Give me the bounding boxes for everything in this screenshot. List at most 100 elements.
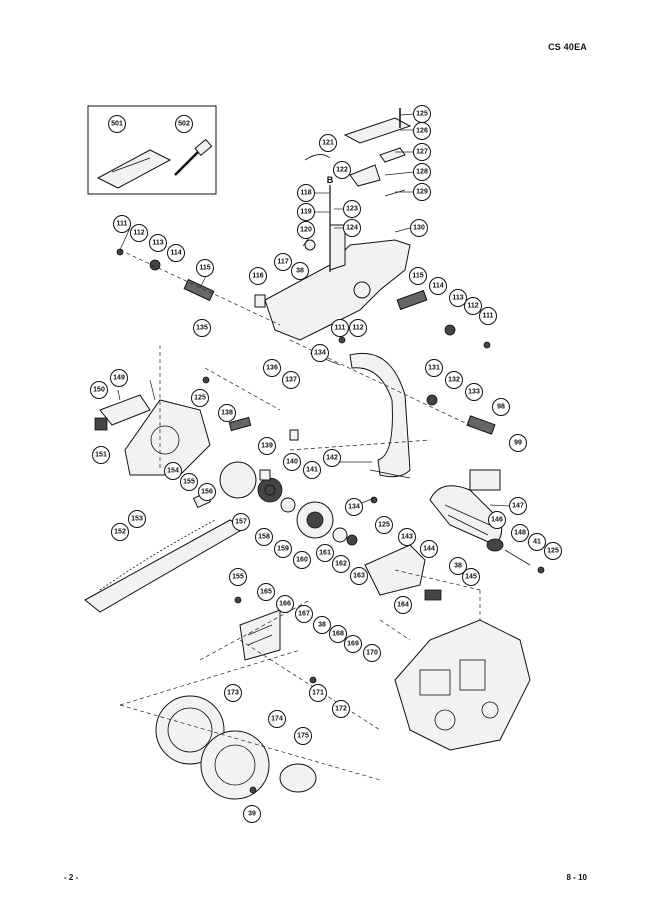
svg-text:169: 169: [347, 641, 359, 648]
marker-b: B: [327, 175, 334, 185]
svg-text:112: 112: [133, 230, 144, 237]
callout-146: 146: [488, 511, 506, 529]
callout-125-lower: 125: [375, 516, 393, 534]
callout-168: 168: [329, 625, 347, 643]
callout-165: 165: [257, 583, 275, 601]
callout-121: 121: [319, 134, 337, 152]
svg-text:111: 111: [483, 313, 494, 320]
svg-text:99: 99: [514, 440, 522, 447]
callout-170: 170: [363, 644, 381, 662]
callout-155-lower: 155: [229, 568, 247, 586]
svg-text:151: 151: [95, 452, 107, 459]
svg-text:124: 124: [346, 225, 358, 232]
callout-115: 115: [196, 259, 214, 277]
callout-128: 128: [413, 163, 431, 181]
svg-text:155: 155: [183, 479, 195, 486]
svg-text:136: 136: [266, 365, 278, 372]
callout-157: 157: [232, 513, 250, 531]
svg-text:143: 143: [401, 534, 413, 541]
callout-150: 150: [90, 381, 108, 399]
svg-text:154: 154: [167, 468, 179, 475]
svg-text:159: 159: [277, 546, 289, 553]
svg-text:41: 41: [533, 539, 541, 546]
callout-169: 169: [344, 635, 362, 653]
callout-164: 164: [394, 596, 412, 614]
svg-text:168: 168: [332, 631, 344, 638]
svg-text:131: 131: [428, 365, 440, 372]
svg-text:38: 38: [296, 268, 304, 275]
callout-125: 125: [413, 105, 431, 123]
callout-41: 41: [528, 533, 546, 551]
svg-text:152: 152: [114, 529, 126, 536]
svg-text:123: 123: [346, 206, 358, 213]
svg-text:122: 122: [336, 167, 348, 174]
svg-text:164: 164: [397, 602, 409, 609]
svg-text:145: 145: [465, 574, 477, 581]
callout-130: 130: [410, 219, 428, 237]
callout-98: 98: [492, 398, 510, 416]
svg-text:128: 128: [416, 169, 428, 176]
svg-text:160: 160: [296, 557, 308, 564]
svg-text:112: 112: [467, 303, 478, 310]
callout-155: 155: [180, 473, 198, 491]
svg-text:134: 134: [314, 350, 326, 357]
svg-text:172: 172: [335, 706, 347, 713]
svg-text:117: 117: [277, 259, 288, 266]
svg-text:98: 98: [497, 404, 505, 411]
svg-text:113: 113: [152, 240, 163, 247]
svg-text:148: 148: [514, 530, 526, 537]
callout-137: 137: [282, 371, 300, 389]
callout-151: 151: [92, 446, 110, 464]
svg-text:167: 167: [298, 611, 310, 618]
callout-158: 158: [255, 528, 273, 546]
callout-115-right: 115: [409, 267, 427, 285]
svg-text:170: 170: [366, 650, 378, 657]
svg-text:127: 127: [416, 149, 428, 156]
svg-text:144: 144: [423, 546, 435, 553]
callout-136: 136: [263, 359, 281, 377]
svg-text:125: 125: [194, 395, 206, 402]
callout-502: 502: [175, 115, 193, 133]
svg-text:132: 132: [448, 377, 460, 384]
callout-141: 141: [303, 461, 321, 479]
svg-text:142: 142: [326, 455, 338, 462]
handle-cover-drawing: [304, 117, 412, 197]
callout-123: 123: [343, 200, 361, 218]
callout-111-mid: 111: [331, 319, 349, 337]
callout-113: 113: [149, 234, 167, 252]
svg-text:501: 501: [111, 121, 123, 128]
callout-111: 111: [113, 215, 131, 233]
callout-114: 114: [167, 244, 185, 262]
callout-140: 140: [283, 453, 301, 471]
svg-text:121: 121: [322, 140, 334, 147]
svg-text:114: 114: [170, 250, 181, 257]
svg-text:149: 149: [113, 375, 125, 382]
svg-text:126: 126: [416, 128, 428, 135]
callout-160: 160: [293, 551, 311, 569]
callout-129: 129: [413, 183, 431, 201]
callout-501: 501: [108, 115, 126, 133]
svg-text:147: 147: [512, 503, 524, 510]
callout-38-lower: 38: [449, 557, 467, 575]
svg-text:162: 162: [335, 561, 347, 568]
svg-text:157: 157: [235, 519, 247, 526]
callout-38-bottom: 38: [313, 616, 331, 634]
callout-122: 122: [333, 161, 351, 179]
svg-text:135: 135: [196, 325, 208, 332]
callout-119: 119: [297, 203, 315, 221]
callout-173: 173: [224, 684, 242, 702]
svg-text:175: 175: [297, 733, 309, 740]
accessory-box: [87, 105, 217, 195]
callout-159: 159: [274, 540, 292, 558]
callout-152: 152: [111, 523, 129, 541]
svg-text:163: 163: [353, 573, 365, 580]
crankcase-drawing: [394, 619, 531, 751]
svg-text:137: 137: [285, 377, 297, 384]
svg-text:125: 125: [378, 522, 390, 529]
guide-bar-drawing: [84, 491, 247, 613]
callout-114-right: 114: [429, 277, 447, 295]
svg-text:112: 112: [352, 325, 363, 332]
callout-139: 139: [258, 437, 276, 455]
spring-drawings: [149, 259, 496, 435]
callout-131: 131: [425, 359, 443, 377]
